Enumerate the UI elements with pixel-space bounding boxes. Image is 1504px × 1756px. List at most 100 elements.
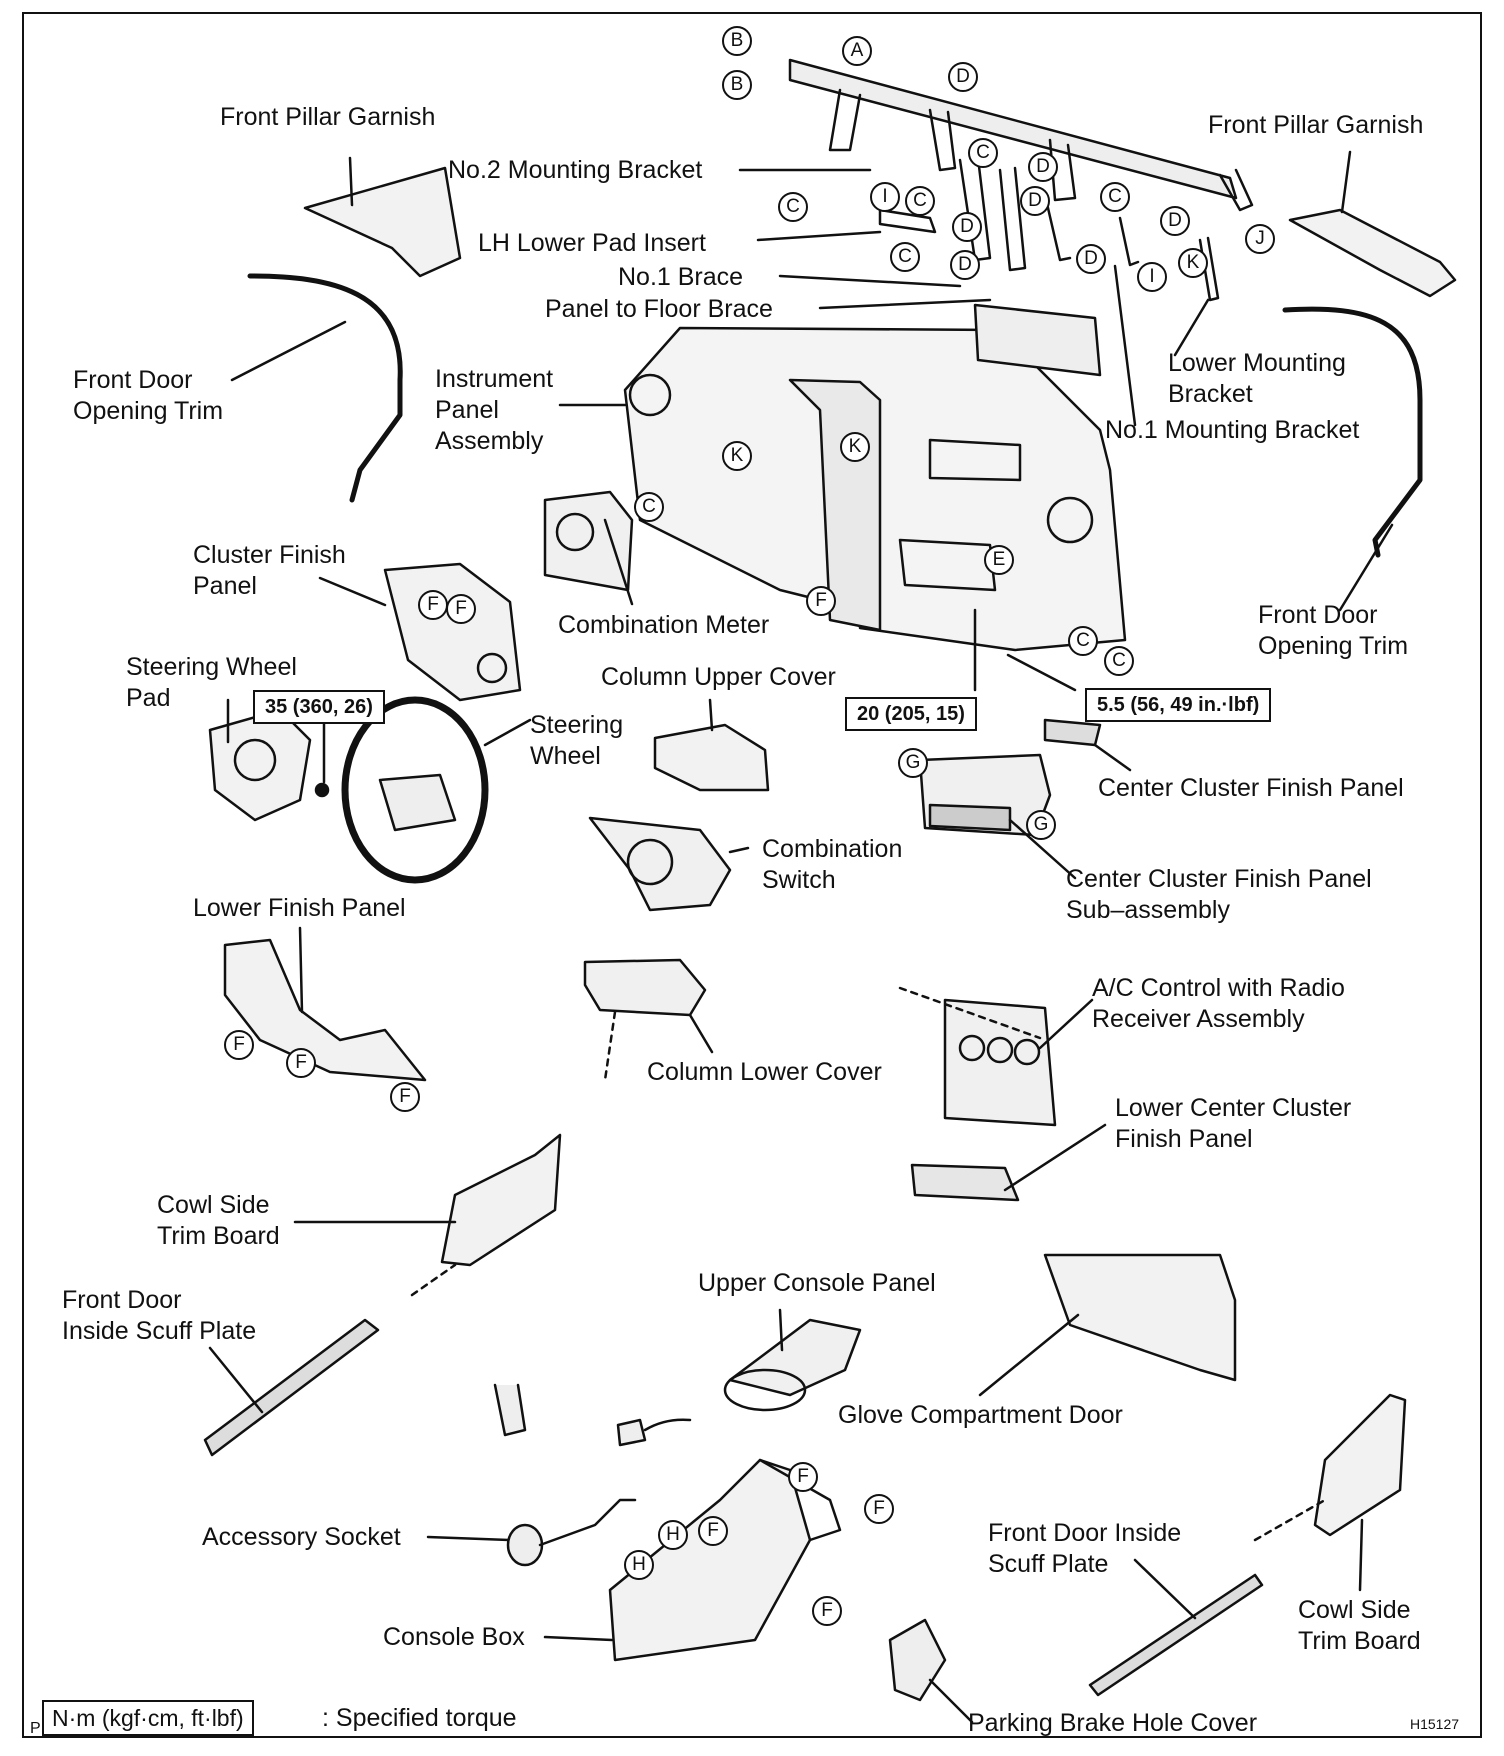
callout-f: F — [788, 1462, 818, 1492]
callout-d: D — [1028, 152, 1058, 182]
front-pillar-garnish-lh-drawing — [303, 166, 462, 278]
label-line: Cowl Side — [157, 1191, 270, 1219]
label-front-pillar-garnish-rh: Front Pillar Garnish — [1208, 111, 1424, 139]
passenger-airbag-drawing — [973, 303, 1102, 377]
torque-panel-bolt: 20 (205, 15) — [845, 697, 977, 731]
label-line: Front Door Inside — [988, 1519, 1182, 1547]
callout-c: C — [634, 492, 664, 522]
label-line: Panel — [435, 396, 499, 424]
label-center-cluster-finish-panel: Center Cluster Finish Panel — [1098, 774, 1404, 802]
callout-i: I — [1137, 262, 1167, 292]
lower-center-cluster-panel-drawing — [910, 1163, 1020, 1202]
label-line: Front Door — [62, 1286, 182, 1314]
label-no2-mounting-bracket: No.2 Mounting Bracket — [448, 156, 703, 184]
label-line: Receiver Assembly — [1092, 1005, 1305, 1033]
cowl-side-trim-board-rh-drawing — [1313, 1393, 1407, 1537]
label-no1-mounting-bracket: No.1 Mounting Bracket — [1105, 416, 1360, 444]
label-line: Cluster Finish — [193, 541, 346, 569]
callout-f: F — [390, 1082, 420, 1112]
torque-legend-text: : Specified torque — [322, 1704, 517, 1732]
label-line: Panel — [193, 572, 257, 600]
label-column-upper-cover: Column Upper Cover — [601, 663, 836, 691]
label-column-lower-cover: Column Lower Cover — [647, 1058, 882, 1086]
callout-g: G — [1026, 810, 1056, 840]
upper-console-panel-drawing — [728, 1318, 862, 1397]
label-ac-control-radio: A/C Control with Radio Receiver Assembly — [1092, 973, 1345, 1035]
column-upper-cover-drawing — [653, 723, 770, 792]
steering-wheel-drawing — [341, 696, 489, 884]
label-line: Cowl Side — [1298, 1596, 1411, 1624]
label-line: Finish Panel — [1115, 1125, 1253, 1153]
callout-e: E — [984, 545, 1014, 575]
front-door-opening-trim-lh-drawing — [247, 273, 403, 503]
callout-j: J — [1245, 224, 1275, 254]
callout-f: F — [812, 1596, 842, 1626]
label-line: Assembly — [435, 427, 544, 455]
callout-f: F — [806, 586, 836, 616]
label-combination-switch: Combination Switch — [762, 834, 902, 896]
label-front-door-inside-scuff-plate-rh: Front Door Inside Scuff Plate — [988, 1518, 1181, 1580]
center-cluster-finish-panel-drawing — [1043, 718, 1102, 747]
front-door-opening-trim-rh-drawing — [1282, 306, 1423, 558]
label-front-pillar-garnish-lh: Front Pillar Garnish — [220, 103, 436, 131]
label-line: Trim Board — [157, 1222, 280, 1250]
label-steering-wheel-pad: Steering Wheel Pad — [126, 652, 297, 714]
callout-f: F — [286, 1048, 316, 1078]
callout-c: C — [1068, 626, 1098, 656]
label-line: Steering Wheel — [126, 653, 297, 681]
callout-d: D — [1160, 206, 1190, 236]
label-line: Lower Center Cluster — [1115, 1094, 1352, 1122]
callout-f: F — [418, 590, 448, 620]
label-lower-finish-panel: Lower Finish Panel — [193, 894, 406, 922]
callout-f: F — [224, 1030, 254, 1060]
accessory-socket-drawing — [506, 1523, 544, 1567]
lower-finish-panel-drawing — [223, 938, 427, 1082]
callout-i: I — [870, 182, 900, 212]
callout-f: F — [698, 1516, 728, 1546]
label-front-door-opening-trim-lh: Front Door Opening Trim — [73, 365, 223, 427]
callout-d: D — [948, 62, 978, 92]
label-line: Opening Trim — [1258, 632, 1409, 660]
diagram-frame — [22, 12, 1482, 1738]
label-cluster-finish-panel: Cluster Finish Panel — [193, 540, 346, 602]
label-line: Pad — [126, 684, 171, 712]
label-cowl-side-trim-board-rh: Cowl Side Trim Board — [1298, 1595, 1421, 1657]
callout-d: D — [950, 250, 980, 280]
column-lower-cover-drawing — [583, 958, 707, 1017]
callout-b: B — [722, 26, 752, 56]
label-line: Center Cluster Finish Panel — [1066, 865, 1372, 893]
callout-c: C — [890, 242, 920, 272]
callout-c: C — [1100, 182, 1130, 212]
label-line: Scuff Plate — [988, 1550, 1109, 1578]
torque-steering-wheel: 35 (360, 26) — [253, 690, 385, 724]
label-instrument-panel-assembly: Instrument Panel Assembly — [435, 364, 553, 457]
label-front-door-inside-scuff-plate-lh: Front Door Inside Scuff Plate — [62, 1285, 256, 1347]
label-lh-lower-pad-insert: LH Lower Pad Insert — [478, 229, 706, 257]
instrument-panel-drawing — [558, 303, 1127, 652]
corner-mark: P — [30, 1720, 41, 1737]
callout-a: A — [842, 36, 872, 66]
label-combination-meter: Combination Meter — [558, 611, 770, 639]
label-line: Trim Board — [1298, 1627, 1421, 1655]
glove-compartment-door-drawing — [1043, 1253, 1237, 1382]
label-line: Sub–assembly — [1066, 896, 1230, 924]
label-line: Steering — [530, 711, 624, 739]
label-lower-center-cluster-finish-panel: Lower Center Cluster Finish Panel — [1115, 1093, 1351, 1155]
label-no1-brace: No.1 Brace — [618, 263, 744, 291]
figure-code: H15127 — [1410, 1716, 1460, 1732]
label-line: Bracket — [1168, 380, 1253, 408]
torque-panel-screw: 5.5 (56, 49 in.·lbf) — [1085, 688, 1272, 722]
front-pillar-garnish-rh-drawing — [1288, 208, 1457, 298]
callout-d: D — [1076, 244, 1106, 274]
label-glove-compartment-door: Glove Compartment Door — [838, 1401, 1123, 1429]
callout-g: G — [898, 748, 928, 778]
callout-h: H — [624, 1550, 654, 1580]
label-console-box: Console Box — [383, 1623, 525, 1651]
label-cowl-side-trim-board-lh: Cowl Side Trim Board — [157, 1190, 280, 1252]
label-line: Instrument — [435, 365, 554, 393]
label-lower-mounting-bracket: Lower Mounting Bracket — [1168, 348, 1346, 410]
label-line: A/C Control with Radio — [1092, 974, 1345, 1002]
combination-switch-drawing — [588, 816, 732, 912]
callout-d: D — [1020, 186, 1050, 216]
callout-c: C — [905, 186, 935, 216]
